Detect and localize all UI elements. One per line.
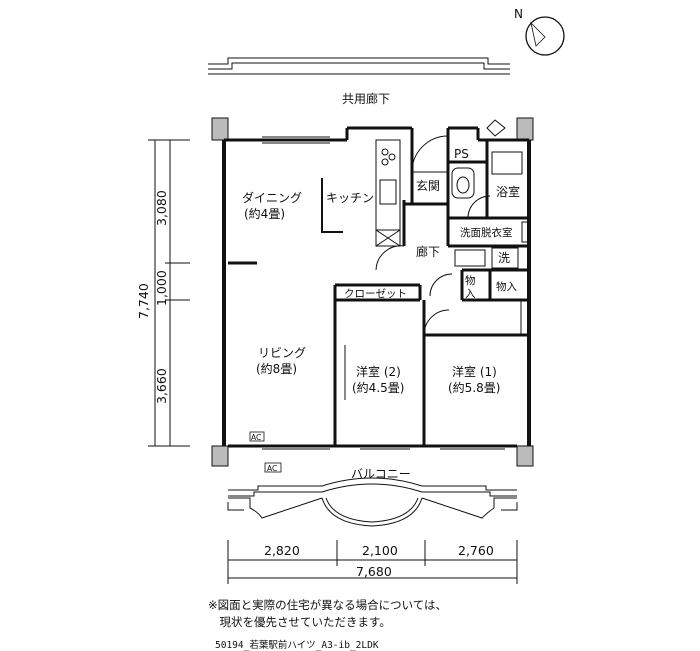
bath-label: 浴室 (496, 184, 520, 199)
dim-vertical-part-1: 3,080 (154, 190, 169, 226)
balcony-label: バルコニー (351, 467, 411, 481)
storage-label: 物入 (496, 280, 517, 293)
vertical-dimensions (148, 139, 190, 447)
corridor-rail (208, 57, 510, 75)
living-label: リビング (258, 346, 306, 360)
interior-doors[interactable] (344, 195, 522, 400)
western2-size: (約4.5畳) (352, 380, 404, 395)
horizontal-dimensions (227, 540, 518, 584)
balcony-railing (227, 477, 518, 527)
storage-small-top: 物 (465, 274, 476, 287)
outer-walls (211, 117, 534, 467)
stair-hatch (486, 119, 506, 137)
hall-label: 廊下 (416, 244, 440, 259)
washer-label: 洗 (498, 251, 510, 265)
living-size: (約8畳) (256, 361, 297, 376)
kitchen-partition (321, 178, 343, 233)
dining-label: ダイニング (242, 190, 302, 205)
disclaimer-note: ※図面と実際の住宅が異なる場合については、 現状を優先させていただきます。 (208, 598, 448, 629)
ac-indoor-label: AC (251, 433, 261, 442)
entrance-label: 玄関 (416, 178, 440, 193)
dim-vertical-total: 7,740 (136, 283, 151, 319)
dim-horizontal-part-3: 2,760 (458, 543, 494, 558)
storage-small-bottom: 入 (465, 288, 476, 300)
washer-pan (491, 247, 519, 269)
corridor-label: 共用廊下 (342, 91, 390, 106)
entrance-door[interactable] (411, 135, 449, 173)
bath-fixtures (451, 151, 529, 267)
ac-outdoor-label: AC (267, 464, 277, 473)
dim-horizontal-part-2: 2,100 (362, 543, 398, 558)
western1-label: 洋室 (1) (452, 364, 497, 379)
plan-code: 50194_若葉駅前ハイツ_A3-ib_2LDK (215, 640, 379, 651)
closet-label: クローゼット (344, 288, 407, 300)
western1-size: (約5.8畳) (448, 380, 500, 395)
washroom-label: 洗面脱衣室 (460, 226, 513, 239)
kitchen-label: キッチン (326, 191, 374, 205)
interior-walls (228, 140, 529, 446)
dim-vertical-part-3: 3,660 (154, 368, 169, 404)
dining-size: (約4畳) (244, 206, 285, 221)
ps-label: PS (454, 147, 469, 161)
dim-horizontal-part-1: 2,820 (264, 543, 300, 558)
ac-indoor-marker (249, 431, 265, 442)
dim-vertical-part-2: 1,000 (154, 270, 169, 306)
north-arrow-icon: N (514, 7, 565, 56)
western2-label: 洋室 (2) (356, 364, 401, 379)
ac-outdoor-marker (264, 462, 282, 473)
kitchen-counter (375, 139, 401, 247)
north-label: N (514, 7, 523, 21)
dim-horizontal-total: 7,680 (356, 564, 392, 579)
